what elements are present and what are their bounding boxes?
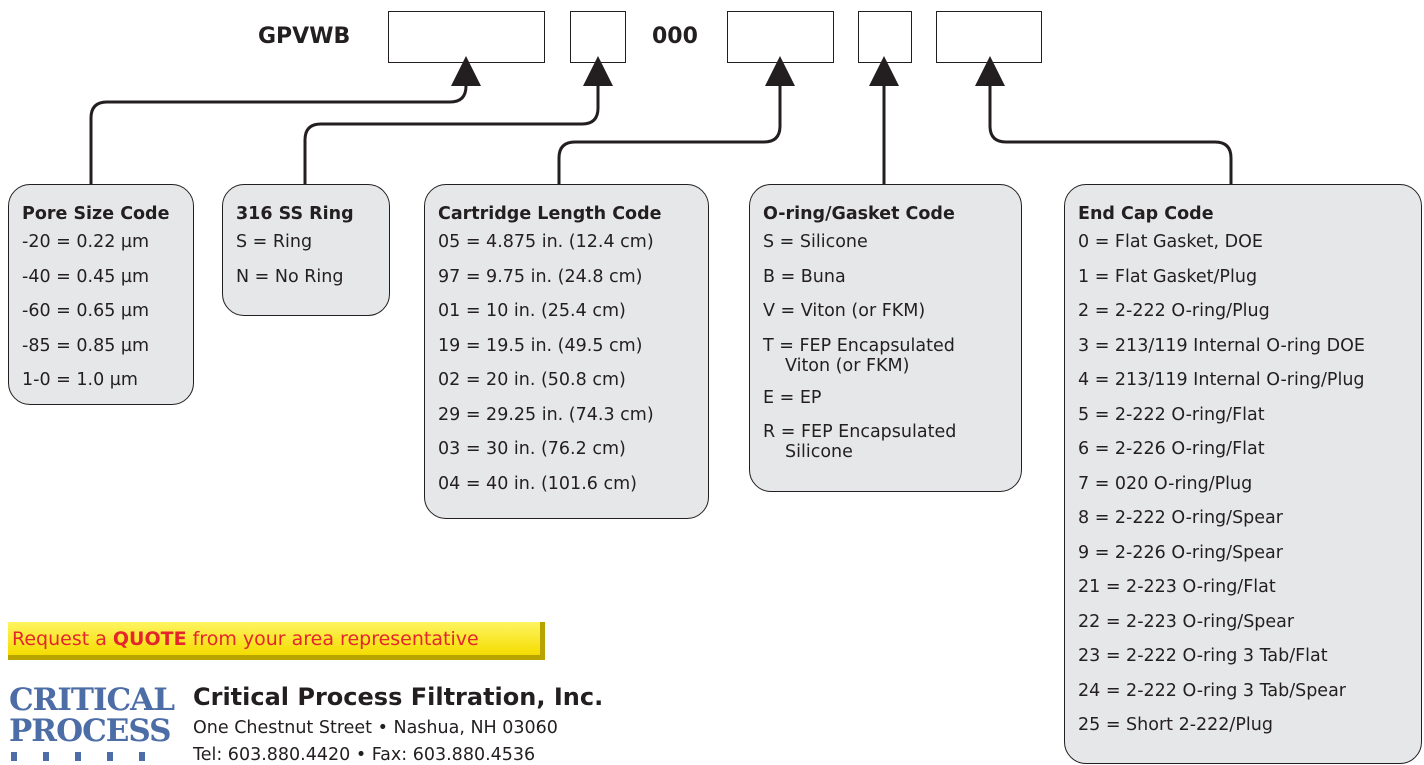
list-item: 97 = 9.75 in. (24.8 cm) <box>438 266 643 287</box>
list-item: S = Ring <box>236 232 313 252</box>
logo-line-1: CRITICAL <box>9 682 175 718</box>
list-item: 25 = Short 2-222/Plug <box>1078 715 1273 735</box>
list-item-main: R = FEP Encapsulated <box>763 422 957 442</box>
request-quote-button[interactable]: Request a QUOTE from your area represent… <box>8 622 545 660</box>
end-cap-title: End Cap Code <box>1078 204 1214 224</box>
list-item: -85 = 0.85 µm <box>22 335 150 356</box>
list-item: 2 = 2-222 O-ring/Plug <box>1078 301 1270 321</box>
fixed-code: 000 <box>652 24 698 49</box>
list-item: -40 = 0.45 µm <box>22 266 150 287</box>
list-item: 02 = 20 in. (50.8 cm) <box>438 370 626 390</box>
list-item: 3 = 213/119 Internal O-ring DOE <box>1078 335 1365 356</box>
list-item: 8 = 2-222 O-ring/Spear <box>1078 508 1283 528</box>
list-item-main: S = Silicone <box>763 232 868 252</box>
pore-size-panel: Pore Size Code -20 = 0.22 µm -40 = 0.45 … <box>8 184 194 405</box>
connector-ss-ring <box>303 56 613 185</box>
list-item: S = Silicone <box>763 231 1011 253</box>
list-item-main: E = EP <box>763 387 822 408</box>
quote-prefix: Request a <box>12 628 113 650</box>
list-item: 1-0 = 1.0 µm <box>22 370 138 390</box>
logo-bars-graphic <box>11 752 145 761</box>
end-cap-code-box[interactable] <box>936 11 1042 63</box>
connector-cartridge-length <box>557 56 795 185</box>
list-item: 21 = 2-223 O-ring/Flat <box>1078 577 1276 597</box>
list-item: 4 = 213/119 Internal O-ring/Plug <box>1078 370 1365 390</box>
list-item: 23 = 2-222 O-ring 3 Tab/Flat <box>1078 646 1328 666</box>
connector-pore-size <box>89 56 481 185</box>
company-phone: Tel: 603.880.4420 • Fax: 603.880.4536 <box>193 745 536 765</box>
list-item: 04 = 40 in. (101.6 cm) <box>438 473 637 494</box>
connector-end-cap <box>975 56 1233 185</box>
list-item-main: V = Viton (or FKM) <box>763 301 926 321</box>
list-item-main: T = FEP Encapsulated <box>763 335 955 356</box>
oring-gasket-title: O-ring/Gasket Code <box>763 204 955 224</box>
logo-line-2: PROCESS <box>9 713 171 749</box>
list-item: 19 = 19.5 in. (49.5 cm) <box>438 335 643 356</box>
list-item: 24 = 2-222 O-ring 3 Tab/Spear <box>1078 680 1346 701</box>
list-item: E = EP <box>763 387 1011 409</box>
oring-gasket-panel: O-ring/Gasket Code S = Silicone B = Buna… <box>749 184 1022 492</box>
list-item: N = No Ring <box>236 266 344 287</box>
list-item-continuation: Silicone <box>785 442 853 462</box>
quote-bold: QUOTE <box>112 628 187 650</box>
list-item-continuation: Viton (or FKM) <box>785 355 910 376</box>
cartridge-length-code-box[interactable] <box>727 11 834 63</box>
list-item: 7 = 020 O-ring/Plug <box>1078 473 1253 494</box>
list-item: 9 = 2-226 O-ring/Spear <box>1078 542 1283 563</box>
list-item: V = Viton (or FKM) <box>763 300 1011 322</box>
quote-suffix: from your area representative <box>186 628 479 650</box>
cartridge-length-title: Cartridge Length Code <box>438 204 662 224</box>
part-prefix: GPVWB <box>258 24 351 49</box>
list-item: -60 = 0.65 µm <box>22 301 150 321</box>
company-logo: CRITICAL PROCESS <box>9 682 175 749</box>
cartridge-length-panel: Cartridge Length Code 05 = 4.875 in. (12… <box>424 184 709 519</box>
list-item: 1 = Flat Gasket/Plug <box>1078 266 1258 287</box>
list-item: 03 = 30 in. (76.2 cm) <box>438 439 626 459</box>
list-item: 6 = 2-226 O-ring/Flat <box>1078 439 1265 459</box>
list-item: B = Buna <box>763 266 1011 288</box>
ss-ring-title: 316 SS Ring <box>236 204 354 224</box>
end-cap-panel: End Cap Code 0 = Flat Gasket, DOE 1 = Fl… <box>1064 184 1422 764</box>
list-item: 5 = 2-222 O-ring/Flat <box>1078 404 1265 425</box>
list-item-main: B = Buna <box>763 266 846 287</box>
company-address: One Chestnut Street • Nashua, NH 03060 <box>193 718 558 738</box>
company-name: Critical Process Filtration, Inc. <box>193 683 604 711</box>
pore-size-code-box[interactable] <box>388 11 545 63</box>
list-item: 22 = 2-223 O-ring/Spear <box>1078 611 1295 632</box>
list-item: 05 = 4.875 in. (12.4 cm) <box>438 232 654 252</box>
ss-ring-panel: 316 SS Ring S = Ring N = No Ring <box>222 184 390 316</box>
list-item: 01 = 10 in. (25.4 cm) <box>438 301 626 321</box>
list-item: 29 = 29.25 in. (74.3 cm) <box>438 404 654 425</box>
list-item: 0 = Flat Gasket, DOE <box>1078 232 1263 252</box>
pore-size-title: Pore Size Code <box>22 204 170 224</box>
list-item: -20 = 0.22 µm <box>22 232 150 252</box>
